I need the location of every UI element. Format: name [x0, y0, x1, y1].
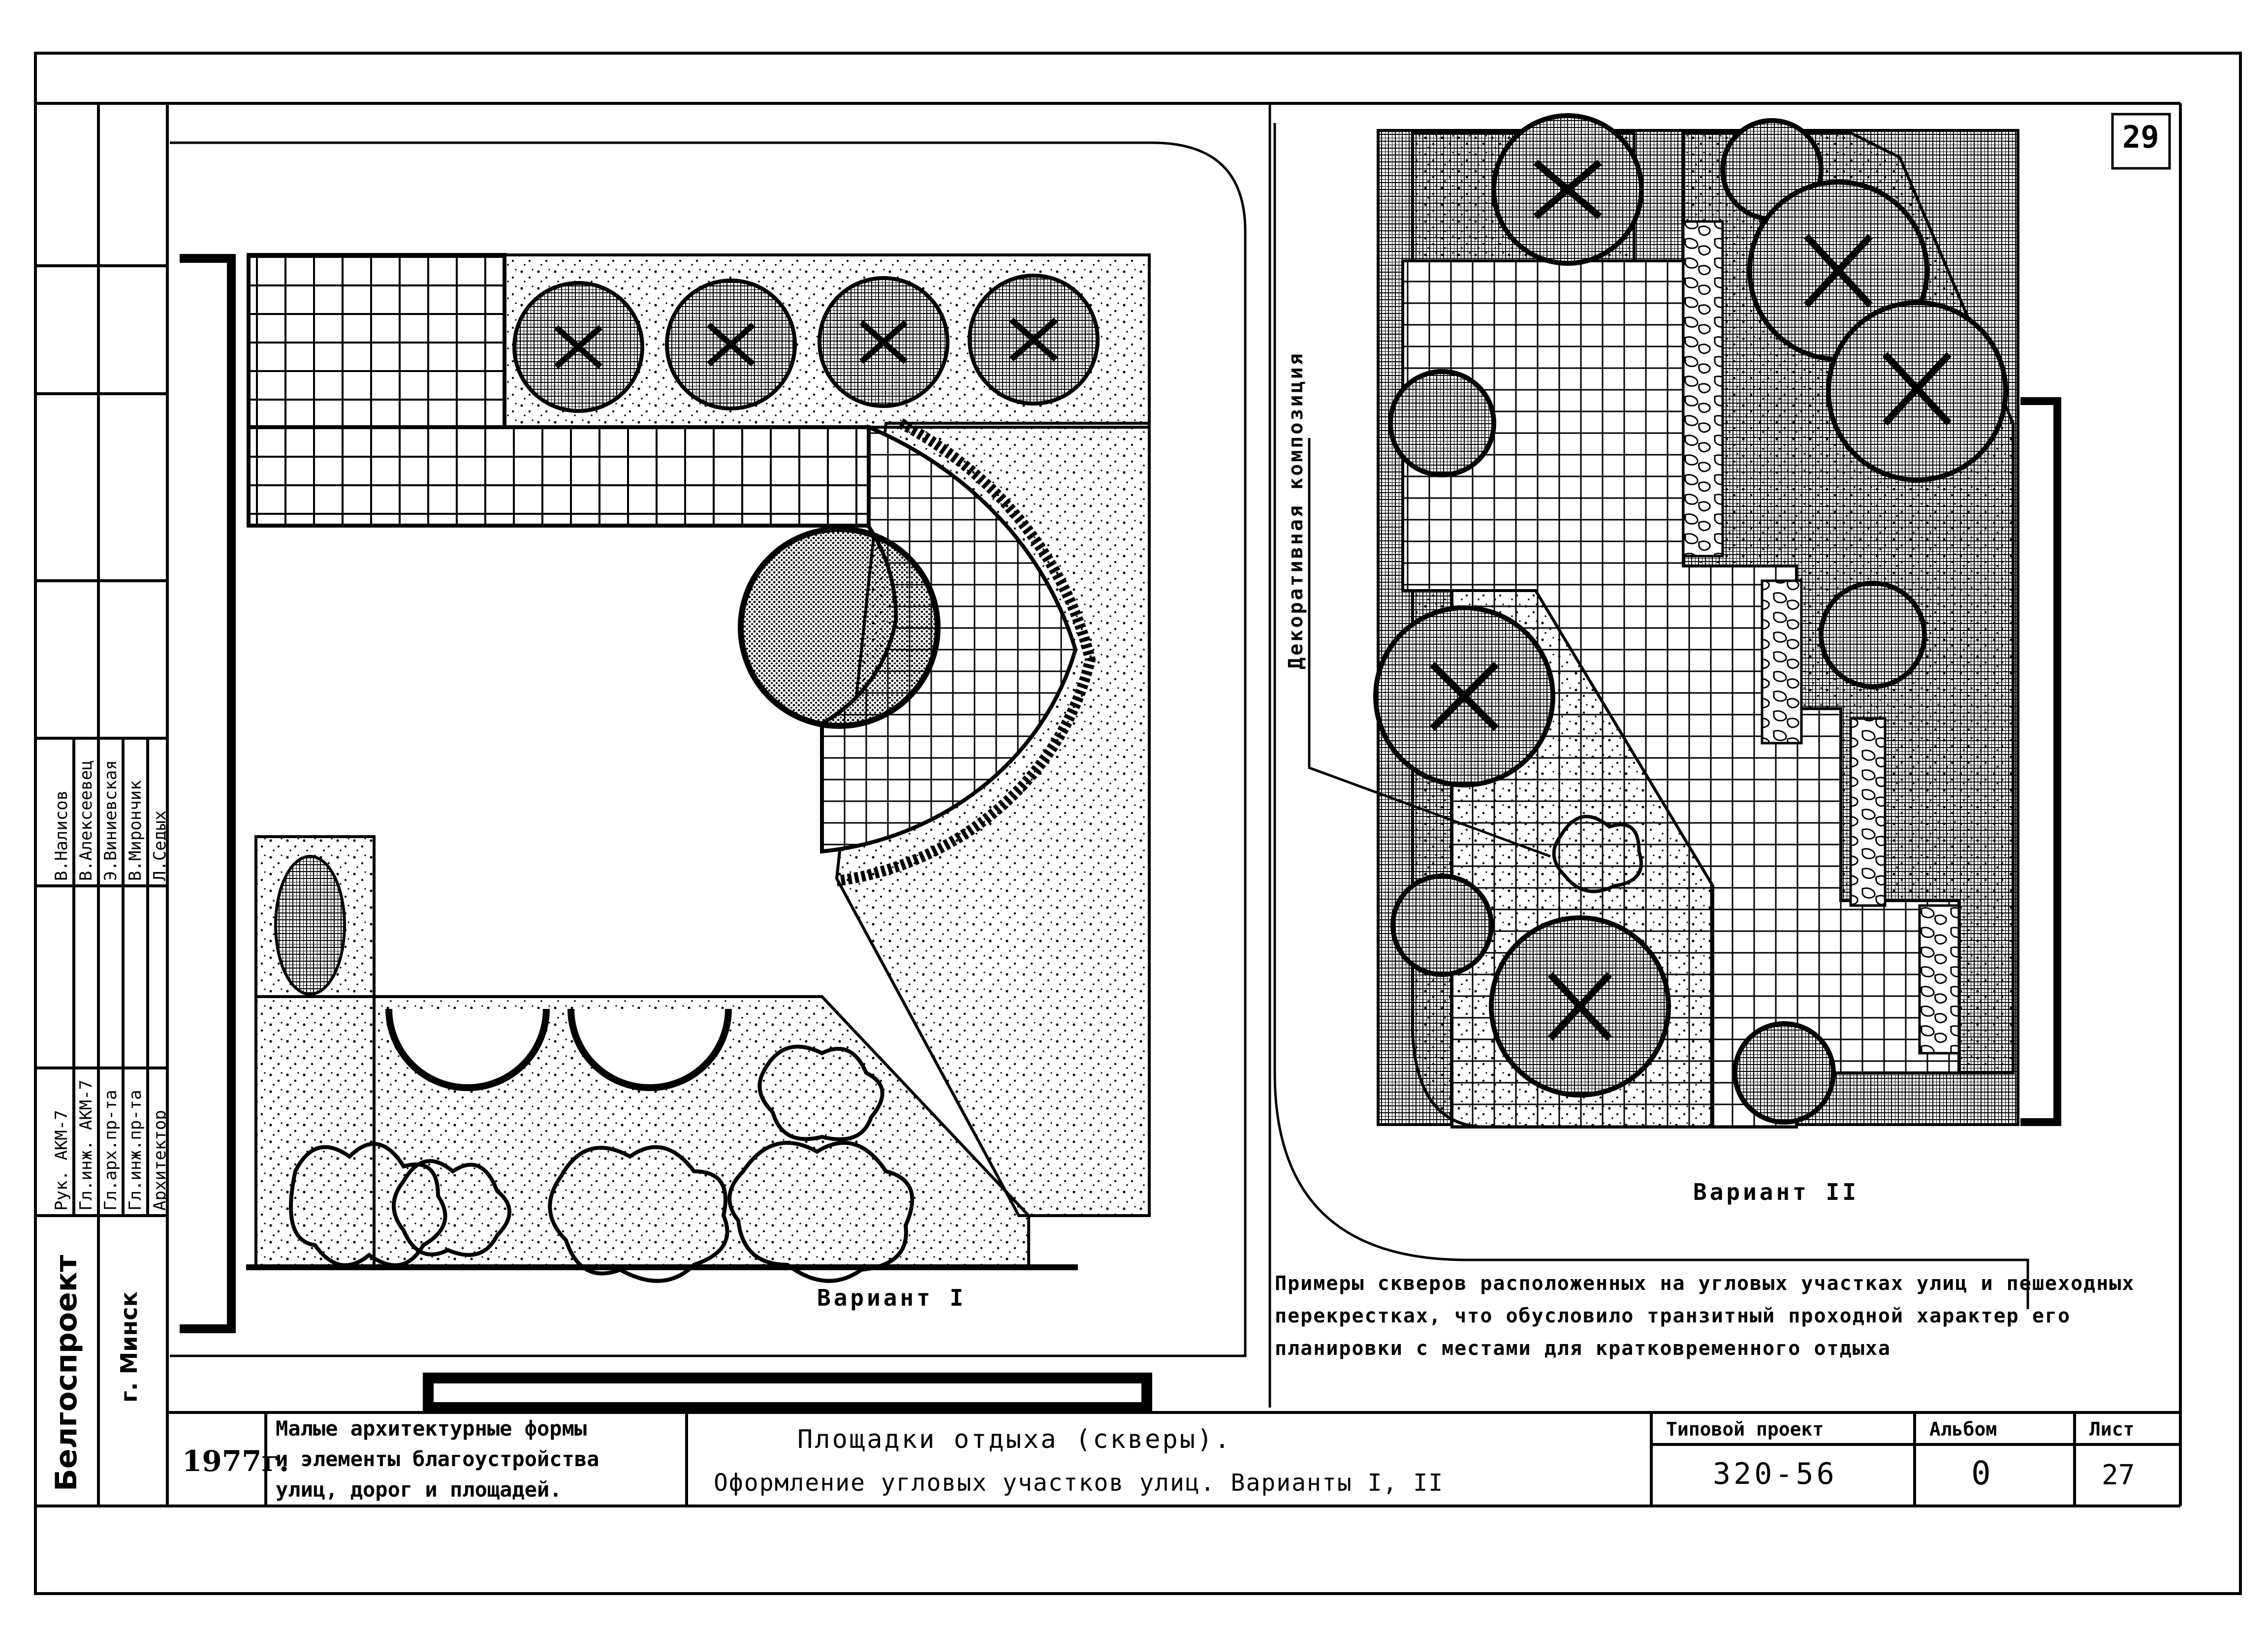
sheet-value: 27: [2102, 1459, 2135, 1491]
album-value: 0: [1971, 1454, 1991, 1492]
album-title-line-2: и элементы благоустройства: [276, 1447, 599, 1471]
sheet-title-line-1: Площадки отдыха (скверы).: [797, 1425, 1232, 1454]
project-label: Типовой проект: [1666, 1418, 1824, 1440]
sheet-title-line-2: Оформление угловых участков улиц. Вариан…: [714, 1469, 1444, 1497]
signature-role-5: Архитектор: [150, 1110, 170, 1211]
signature-name-3: Э.Виниевская: [101, 760, 121, 881]
album-title-line-1: Малые архитектурные формы: [276, 1416, 587, 1441]
signature-role-3: Гл.арх.пр-та: [101, 1090, 121, 1211]
signature-name-4: В.Мирончик: [126, 780, 145, 881]
signature-role-4: Гл.инж.пр-та: [126, 1090, 145, 1211]
project-value: 320-56: [1713, 1457, 1837, 1491]
sheet-label: Лист: [2089, 1418, 2135, 1440]
title-block-frame: [35, 103, 2180, 1506]
signature-name-2: В.Алексеевец: [76, 760, 96, 881]
sheet-corner-number: 29: [2122, 119, 2159, 155]
signature-name-1: В.Налисов: [52, 790, 71, 881]
right-plan-label: Вариант II: [1693, 1179, 1859, 1205]
album-label: Альбом: [1929, 1418, 1997, 1440]
callout-label: Декоративная композиция: [1285, 351, 1307, 669]
city-label: г. Минск: [116, 1291, 142, 1403]
year-label: 1977г.: [182, 1444, 289, 1478]
signature-role-2: Гл.инж. АКМ-7: [76, 1079, 96, 1211]
shrub-group: [289, 1044, 914, 1283]
right-plan: [1273, 113, 2061, 1309]
organization-label: Белгоспроект: [49, 1254, 84, 1491]
signature-name-5: Л.Седых: [150, 810, 170, 881]
left-plan-label: Вариант I: [817, 1285, 967, 1311]
left-plan: [170, 141, 1247, 1413]
note-text: Примеры скверов расположенных на угловых…: [1275, 1272, 2135, 1360]
album-title-line-3: улиц, дорог и площадей.: [276, 1477, 562, 1502]
signature-role-1: Рук. АКМ-7: [52, 1110, 71, 1211]
sheet-frame: [34, 52, 2242, 1595]
